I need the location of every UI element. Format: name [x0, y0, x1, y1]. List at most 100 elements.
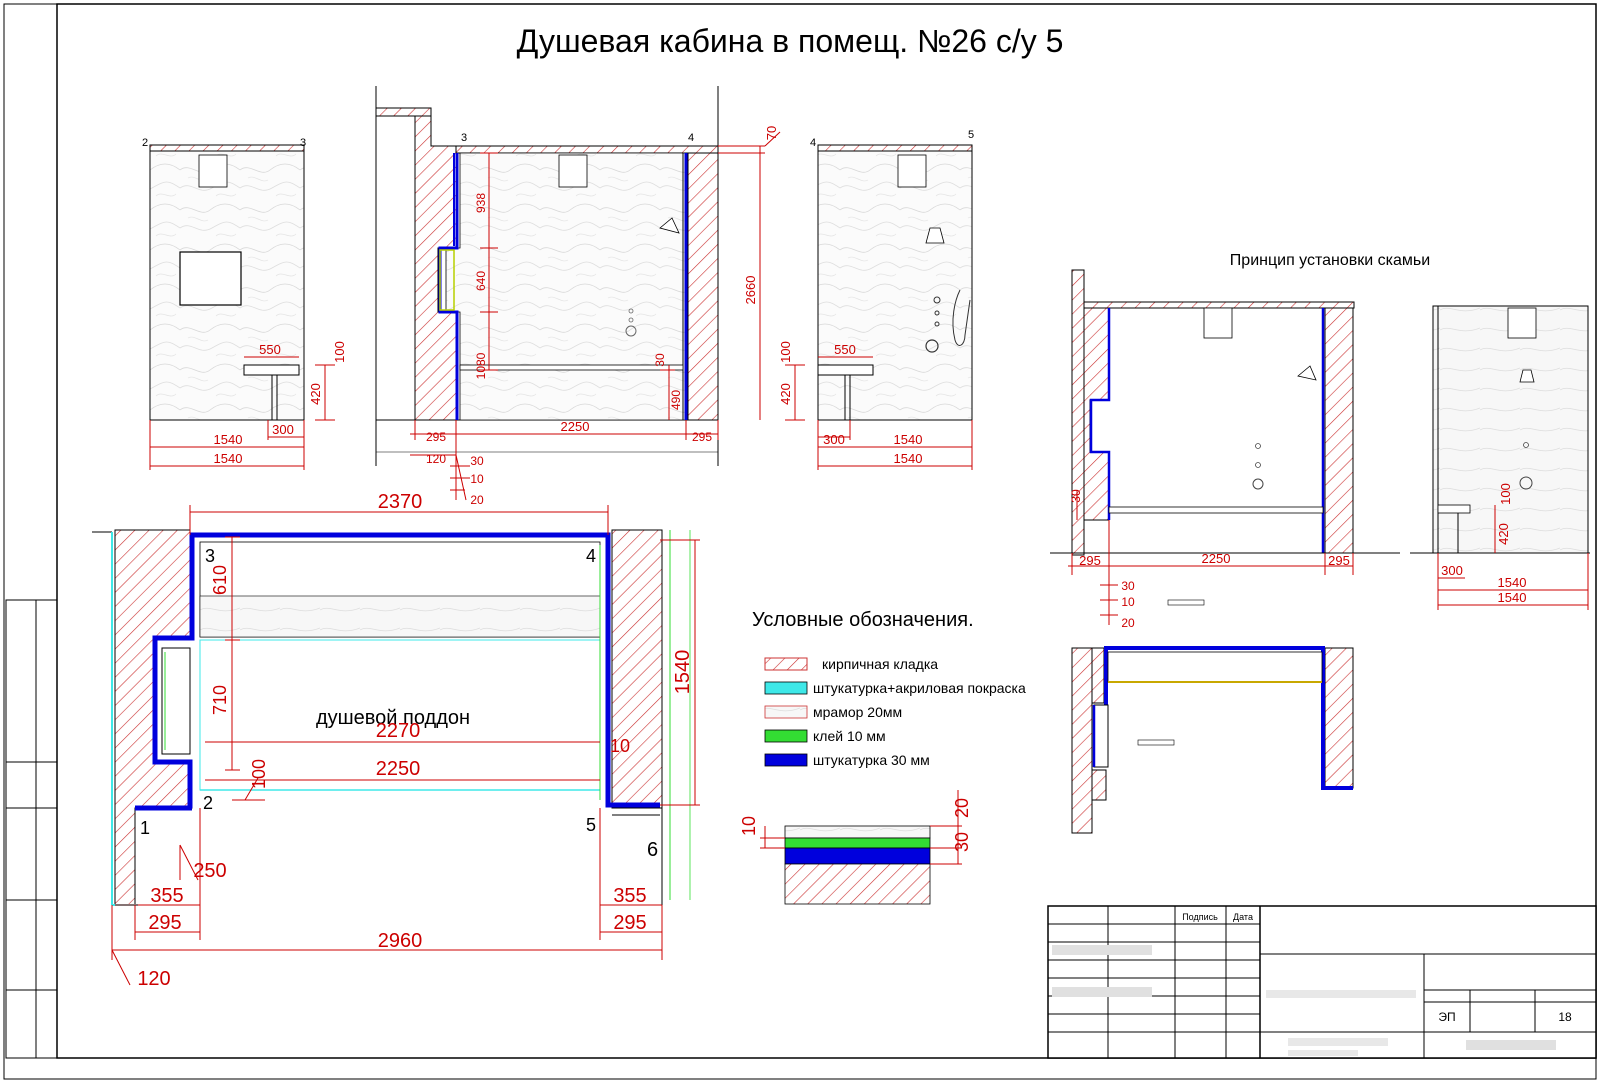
- dimension: 120: [137, 968, 170, 990]
- bench-plan: [1071, 646, 1354, 834]
- dimension: 2250: [561, 419, 590, 434]
- sheet-frame: [3, 3, 1597, 1080]
- corner-label: 4: [810, 137, 816, 149]
- legend-swatch-plaster: [764, 753, 808, 767]
- page-title: Душевая кабина в помещ. №26 с/у 5: [517, 23, 1064, 59]
- dimension: 30: [653, 353, 667, 367]
- dimension: 420: [778, 383, 793, 405]
- dimension: 1540: [1498, 575, 1527, 590]
- dimension: 300: [823, 432, 845, 447]
- dimension: 120: [426, 452, 446, 466]
- bench-title: Принцип установки скамьи: [1230, 252, 1430, 269]
- dimension: 1540: [1498, 590, 1527, 605]
- dimension: 100: [778, 341, 793, 363]
- dimension: 295: [692, 430, 712, 444]
- legend-swatch-marble: [764, 705, 808, 719]
- dimension: 2270: [376, 720, 421, 742]
- dimension: 10: [470, 472, 484, 486]
- bench: [243, 364, 300, 376]
- dimension: 2250: [1202, 551, 1231, 566]
- dimension: 2370: [378, 491, 423, 513]
- title-block-header: Дата: [1233, 912, 1253, 922]
- window-opening: [179, 251, 242, 306]
- dimension: 2960: [378, 930, 423, 952]
- dimension: 938: [474, 193, 488, 213]
- dimension: 420: [308, 383, 323, 405]
- elevation-wall-3-4: 3 4 70 2660 938 64: [375, 86, 781, 507]
- dimension: 1540: [894, 451, 923, 466]
- dimension: 490: [669, 390, 683, 410]
- elevation-wall-4-5: 4 5 550 100 420 300 1540 1540: [778, 129, 974, 470]
- corner-label: 2: [142, 137, 148, 149]
- corner-label: 1: [140, 818, 150, 838]
- dimension: 355: [613, 885, 646, 907]
- dimension: 30: [470, 454, 484, 468]
- legend-item-label: мрамор 20мм: [813, 704, 902, 720]
- dimension: 1540: [672, 650, 694, 695]
- bench-side-view: 100 420 300 1540 1540: [1410, 305, 1590, 610]
- dimension: 20: [1121, 616, 1135, 630]
- dimension: 610: [210, 565, 230, 595]
- dimension: 295: [1079, 553, 1101, 568]
- legend-swatch-brick: [764, 657, 808, 671]
- dimension: 70: [764, 126, 779, 140]
- legend-item-label: кирпичная кладка: [822, 656, 938, 672]
- dimension: 250: [193, 860, 226, 882]
- bench-elevation: 30 295 2250 295 30 10 20: [1050, 269, 1400, 630]
- corner-label: 5: [968, 129, 974, 141]
- dimension: 20: [470, 493, 484, 507]
- corner-label: 3: [461, 132, 467, 144]
- dimension: 100: [1498, 483, 1513, 505]
- sheet-number: 18: [1558, 1010, 1572, 1024]
- dimension: 550: [834, 342, 856, 357]
- dimension: 10: [610, 736, 630, 756]
- dimension: 300: [272, 422, 294, 437]
- legend-swatch-glue: [764, 729, 808, 743]
- dimension: 295: [148, 912, 181, 934]
- dimension: 1540: [214, 451, 243, 466]
- elevation-wall-2-3: 2 3 550 100 420 300 1540 1540: [142, 137, 347, 470]
- dimension: 710: [210, 685, 230, 715]
- legend-heading: Условные обозначения.: [752, 609, 974, 631]
- legend-item-label: штукатурка 30 мм: [813, 752, 930, 768]
- dimension: 10: [1121, 595, 1135, 609]
- corner-label: 6: [647, 839, 658, 861]
- dimension: 1540: [894, 432, 923, 447]
- title-block-header: Подпись: [1182, 912, 1218, 922]
- title-block: Подпись Дата ЭП 18: [1047, 905, 1597, 1059]
- tray-label: душевой поддон: [316, 707, 470, 729]
- dimension: 295: [613, 912, 646, 934]
- dimension: 100: [332, 341, 347, 363]
- dimension: 20: [952, 798, 972, 818]
- legend-swatch-acrylic: [764, 681, 808, 695]
- dimension: 300: [1441, 563, 1463, 578]
- corner-label: 3: [205, 546, 215, 566]
- corner-label: 5: [586, 815, 596, 835]
- dimension: 2250: [376, 758, 421, 780]
- dimension: 30: [1121, 579, 1135, 593]
- dimension: 295: [426, 430, 446, 444]
- dimension: 295: [1328, 553, 1350, 568]
- dimension: 1080: [474, 352, 488, 379]
- dimension: 1540: [214, 432, 243, 447]
- dimension: 550: [259, 342, 281, 357]
- dimension: 30: [952, 832, 972, 852]
- corner-label: 3: [300, 137, 306, 149]
- floor-plan: 3 4 2 1 5 6 душевой поддон: [92, 491, 700, 990]
- dimension: 30: [1069, 489, 1083, 503]
- legend-item-label: штукатурка+акриловая покраска: [813, 680, 1026, 696]
- legend-item-label: клей 10 мм: [813, 728, 886, 744]
- layer-section: 10 30 20: [739, 790, 972, 905]
- dimension: 355: [150, 885, 183, 907]
- dimension: 10: [739, 816, 759, 836]
- dimension: 2660: [743, 276, 758, 305]
- sheet-code: ЭП: [1438, 1010, 1455, 1024]
- dimension: 640: [474, 271, 488, 291]
- corner-label: 4: [586, 546, 596, 566]
- tile-niche: [198, 154, 228, 188]
- dimension: 100: [249, 759, 269, 789]
- corner-label: 4: [688, 132, 694, 144]
- corner-label: 2: [203, 793, 213, 813]
- legend: Условные обозначения. кирпичная кладка ш…: [752, 609, 1026, 768]
